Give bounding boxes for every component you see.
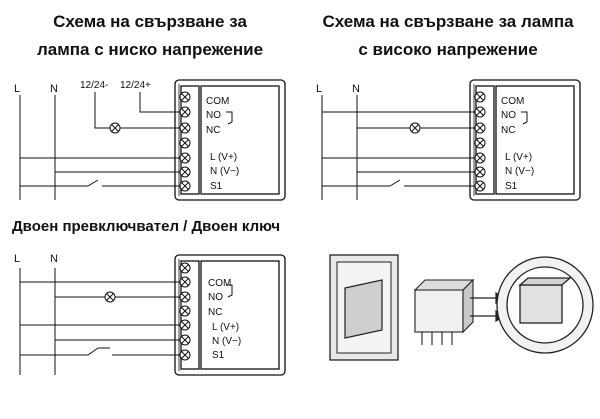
terminal-no: NO (208, 292, 223, 303)
terminal-com: COM (501, 96, 524, 107)
terminal-n: N (V−) (210, 166, 239, 177)
neutral-label: N (50, 253, 58, 265)
wall-box-icon (496, 256, 594, 354)
diagram-double-switch: L N COM NO NC L (V+) N (V−) S1 (14, 253, 286, 376)
terminal-s1: S1 (212, 350, 225, 361)
neutral-label: N (352, 83, 360, 95)
terminal-nc: NC (206, 125, 220, 136)
diagram-low-voltage: L N 12/24- 12/24+ COM NO NC L (V+) N (V−… (14, 79, 286, 201)
terminal-n: N (V−) (212, 336, 241, 347)
terminal-s1: S1 (210, 181, 223, 192)
neutral-label: N (50, 83, 58, 95)
terminal-s1: S1 (505, 181, 518, 192)
terminal-com: COM (206, 96, 229, 107)
terminal-nc: NC (208, 307, 222, 318)
terminal-com: COM (208, 278, 231, 289)
line-label: L (316, 83, 322, 95)
low-voltage-title: Схема на свързване за лампа с ниско напр… (36, 12, 264, 59)
high-voltage-title: Схема на свързване за лампа с високо нап… (322, 12, 574, 59)
diagram-high-voltage: L N COM NO NC L (V+) N (V−) S1 (316, 79, 581, 201)
wall-switch-icon (329, 254, 399, 361)
terminal-nc: NC (501, 125, 515, 136)
terminal-no: NO (206, 110, 221, 121)
dc-minus-label: 12/24- (80, 80, 108, 91)
terminal-no: NO (501, 110, 516, 121)
terminal-l: L (V+) (212, 322, 239, 333)
installation-illustration (329, 254, 594, 361)
dc-plus-label: 12/24+ (120, 80, 151, 91)
relay-module-icon (413, 278, 475, 345)
terminal-l: L (V+) (210, 152, 237, 163)
terminal-l: L (V+) (505, 152, 532, 163)
terminal-n: N (V−) (505, 166, 534, 177)
line-label: L (14, 83, 20, 95)
double-switch-title: Двоен превключвател / Двоен ключ (12, 218, 281, 235)
line-label: L (14, 253, 20, 265)
